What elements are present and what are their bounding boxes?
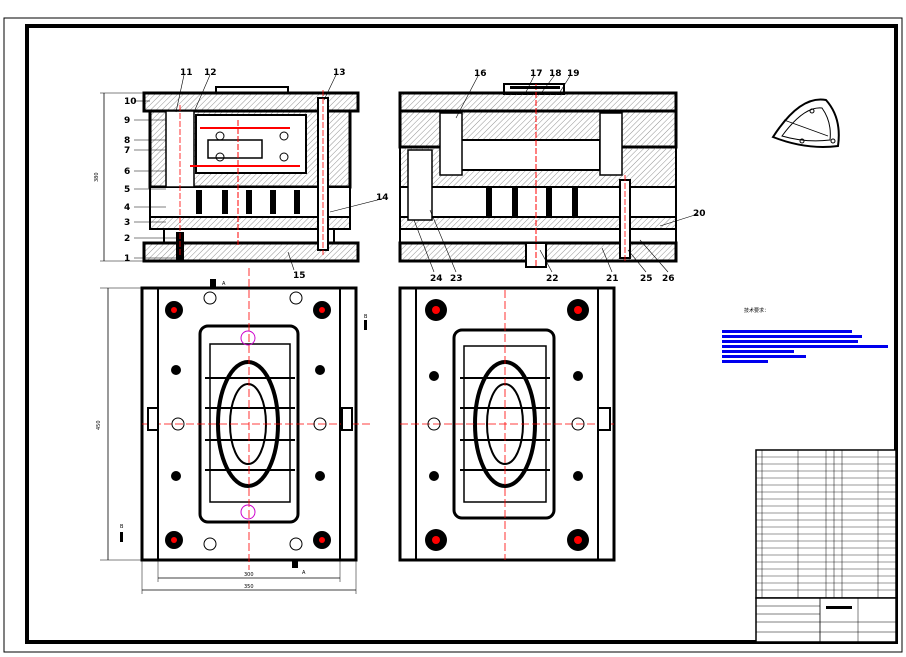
part-number: 25 xyxy=(640,274,653,284)
section-view-moving-half xyxy=(100,86,360,263)
dimension-outer-width: 350 xyxy=(244,584,254,590)
sheet-inner-border xyxy=(25,24,898,644)
part-number: 8 xyxy=(124,136,130,146)
part-number: 1 xyxy=(124,254,130,264)
part-number: 22 xyxy=(546,274,559,284)
technical-requirements-title: 技术要求： xyxy=(744,307,769,314)
part-number: 21 xyxy=(606,274,619,284)
part-number: 19 xyxy=(567,69,580,79)
part-number: 7 xyxy=(124,146,130,156)
part-number: 15 xyxy=(293,271,306,281)
part-number: 11 xyxy=(180,68,193,78)
section-mark: B xyxy=(364,314,368,320)
part-number: 24 xyxy=(430,274,443,284)
title-block xyxy=(755,597,897,643)
part-number: 9 xyxy=(124,116,130,126)
dimension-height-left: 380 xyxy=(94,172,100,182)
part-number: 26 xyxy=(662,274,675,284)
section-markers: A A B B xyxy=(120,279,368,576)
leader-lines xyxy=(134,74,699,273)
dimension-plan-height: 450 xyxy=(96,420,102,430)
part-number: 16 xyxy=(474,69,487,79)
part-number: 20 xyxy=(693,209,706,219)
product-sketch xyxy=(771,98,840,148)
plan-view-moving-half xyxy=(100,268,372,594)
part-number: 23 xyxy=(450,274,463,284)
part-number-labels: 10 9 8 7 6 5 4 3 2 1 11 12 13 16 17 18 1… xyxy=(124,68,706,284)
part-number: 10 xyxy=(124,97,137,107)
sheet-outer-border xyxy=(3,17,903,653)
part-number: 14 xyxy=(376,193,389,203)
section-mark: A xyxy=(222,281,226,287)
part-number: 17 xyxy=(530,69,543,79)
plan-view-fixed-half xyxy=(398,286,616,562)
part-number: 4 xyxy=(124,203,130,213)
parts-list-table xyxy=(755,449,897,599)
part-number: 2 xyxy=(124,234,130,244)
dimension-inner-width: 300 xyxy=(244,572,254,578)
section-mark: A xyxy=(302,570,306,576)
technical-requirements-text xyxy=(722,330,888,363)
part-number: 12 xyxy=(204,68,217,78)
section-mark: B xyxy=(120,524,124,530)
part-number: 6 xyxy=(124,167,130,177)
part-number: 13 xyxy=(333,68,346,78)
part-number: 18 xyxy=(549,69,562,79)
section-view-fixed-half xyxy=(398,83,678,268)
part-number: 5 xyxy=(124,185,130,195)
part-number: 3 xyxy=(124,218,130,228)
